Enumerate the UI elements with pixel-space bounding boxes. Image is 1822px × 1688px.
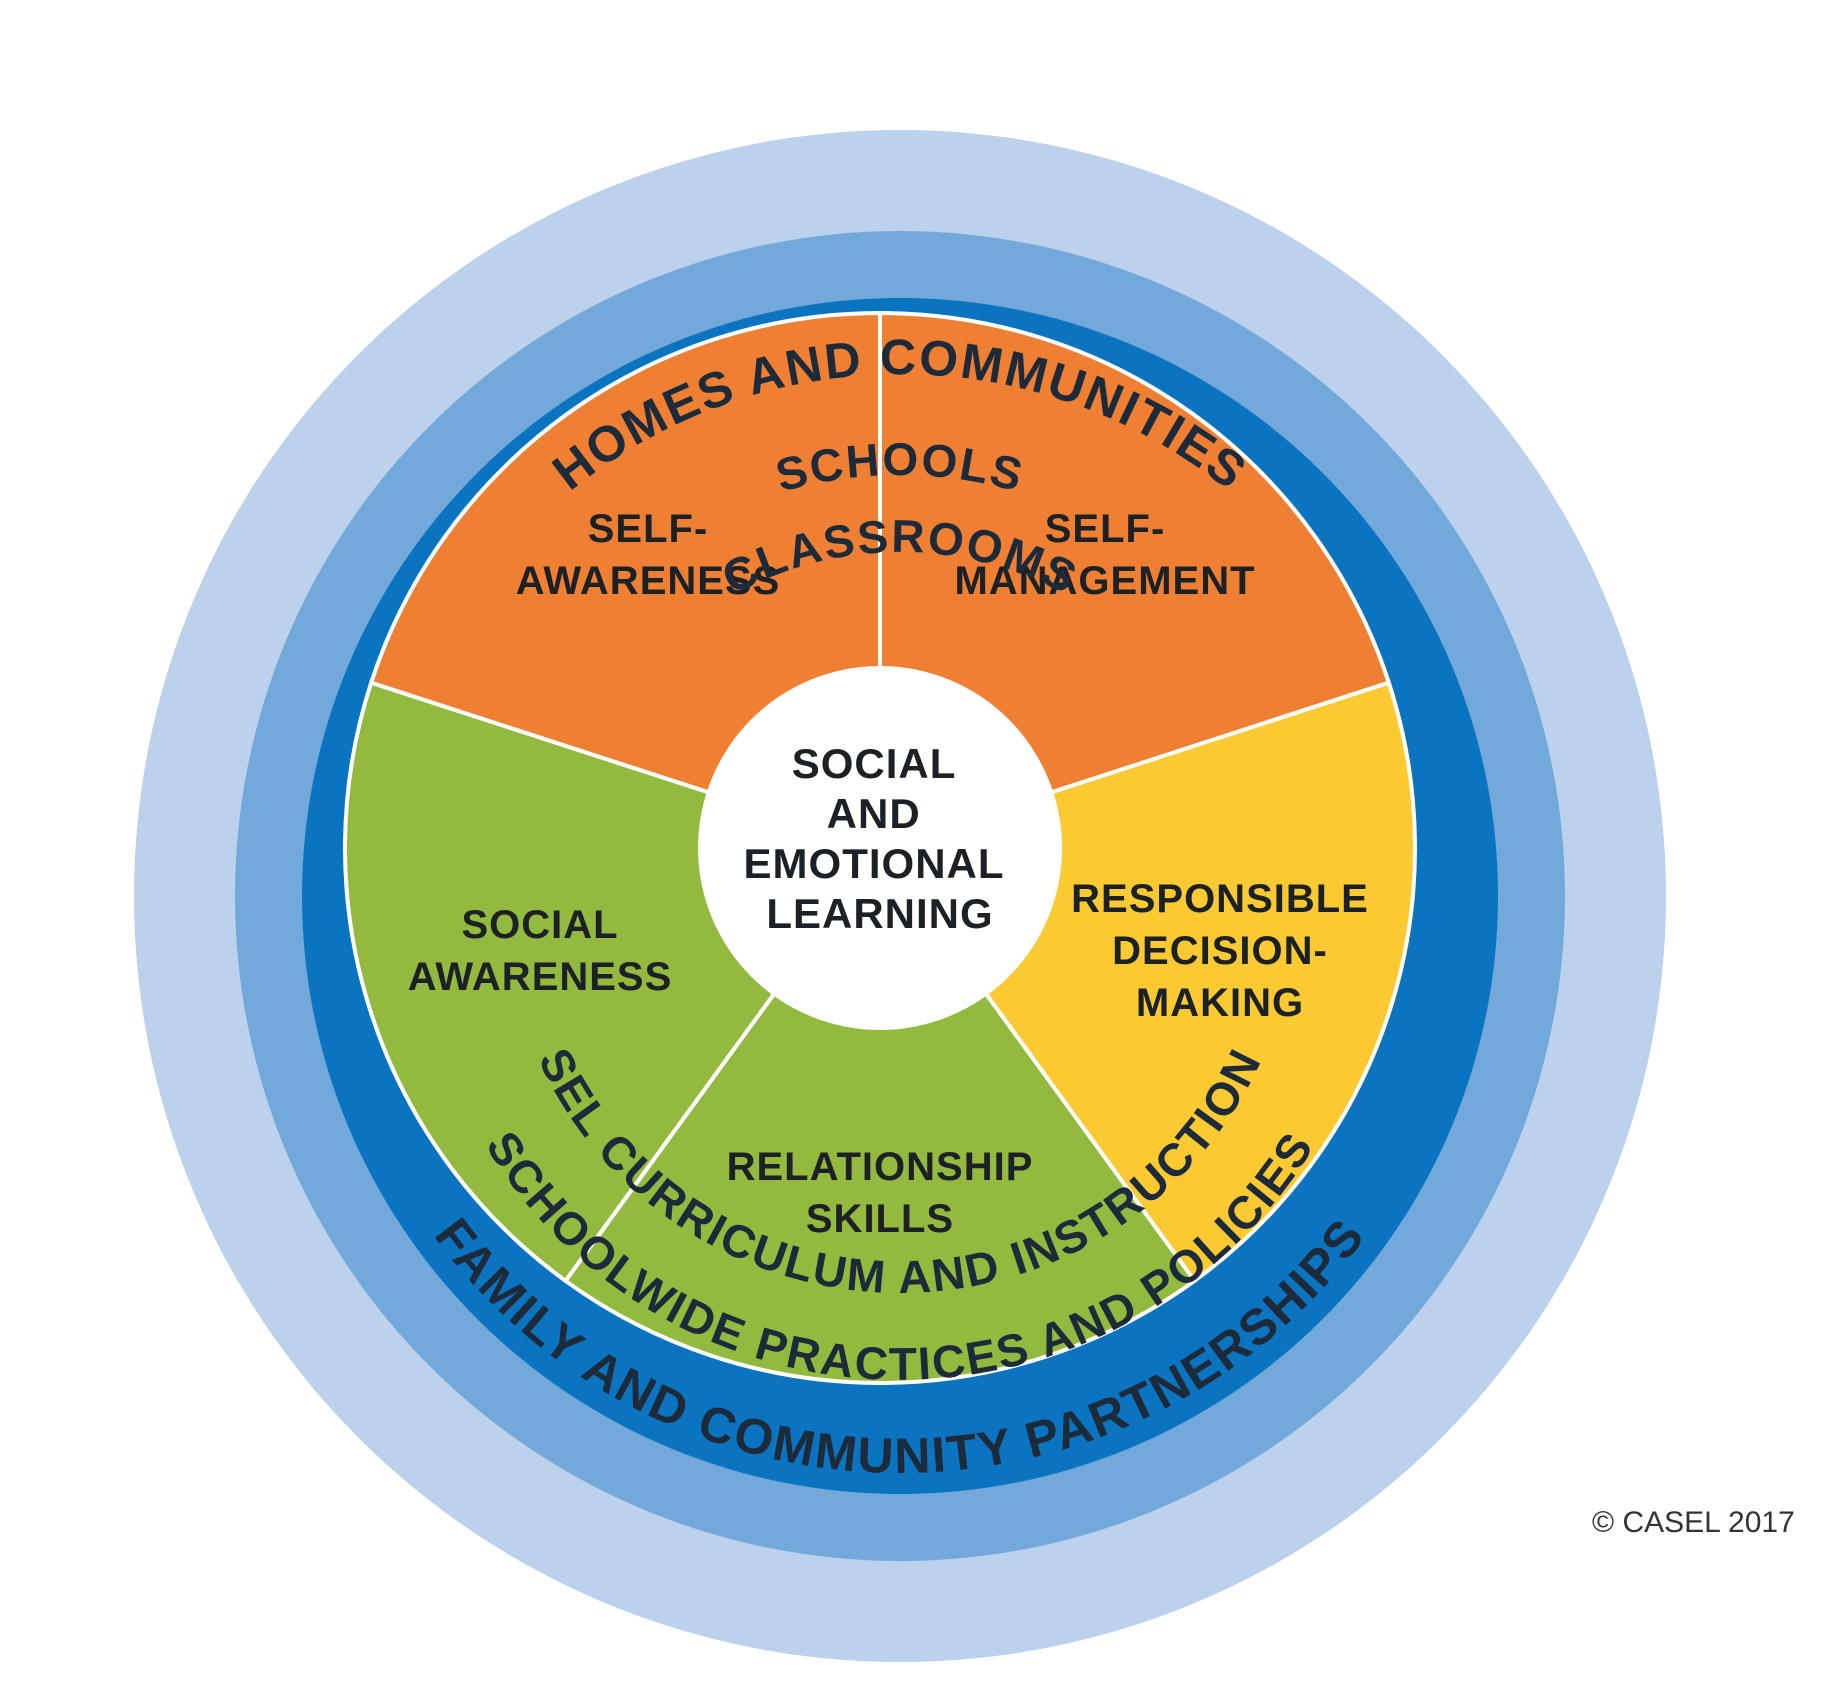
segment-label-line: RELATIONSHIP: [727, 1145, 1034, 1189]
self-awareness-segment: [368, 310, 882, 851]
segment-label-line: MANAGEMENT: [954, 559, 1255, 603]
segment-label-line: MAKING: [1136, 981, 1304, 1025]
center-label-line: LEARNING: [766, 890, 993, 937]
center-label-line: AND: [827, 790, 921, 837]
segment-label-line: SELF-: [588, 507, 709, 551]
segment-label-line: AWARENESS: [408, 955, 673, 999]
social-awareness-label: SOCIAL AWARENESS: [408, 903, 673, 999]
segment-label-line: AWARENESS: [516, 559, 781, 603]
center-label-line: EMOTIONAL: [744, 840, 1004, 887]
center-label: SOCIAL AND EMOTIONAL LEARNING: [744, 740, 1017, 937]
self-awareness-label: SELF- AWARENESS: [516, 507, 781, 603]
responsible-decision-making-label: RESPONSIBLE DECISION- MAKING: [1071, 877, 1369, 1025]
segment-label-line: SOCIAL: [461, 903, 618, 947]
center-circle: [698, 666, 1062, 1030]
relationship-skills-label: RELATIONSHIP SKILLS: [727, 1145, 1034, 1241]
segment-label-line: SELF-: [1045, 507, 1166, 551]
relationship-skills-segment: [562, 844, 1198, 1385]
copyright-notice: © CASEL 2017: [1592, 1506, 1795, 1539]
center-label-line: SOCIAL: [792, 740, 956, 787]
self-management-label: SELF- MANAGEMENT: [954, 507, 1255, 603]
self-management-segment: [878, 310, 1392, 851]
segment-label-line: DECISION-: [1112, 929, 1328, 973]
segment-label-line: SKILLS: [806, 1197, 954, 1241]
segment-label-line: RESPONSIBLE: [1071, 877, 1369, 921]
